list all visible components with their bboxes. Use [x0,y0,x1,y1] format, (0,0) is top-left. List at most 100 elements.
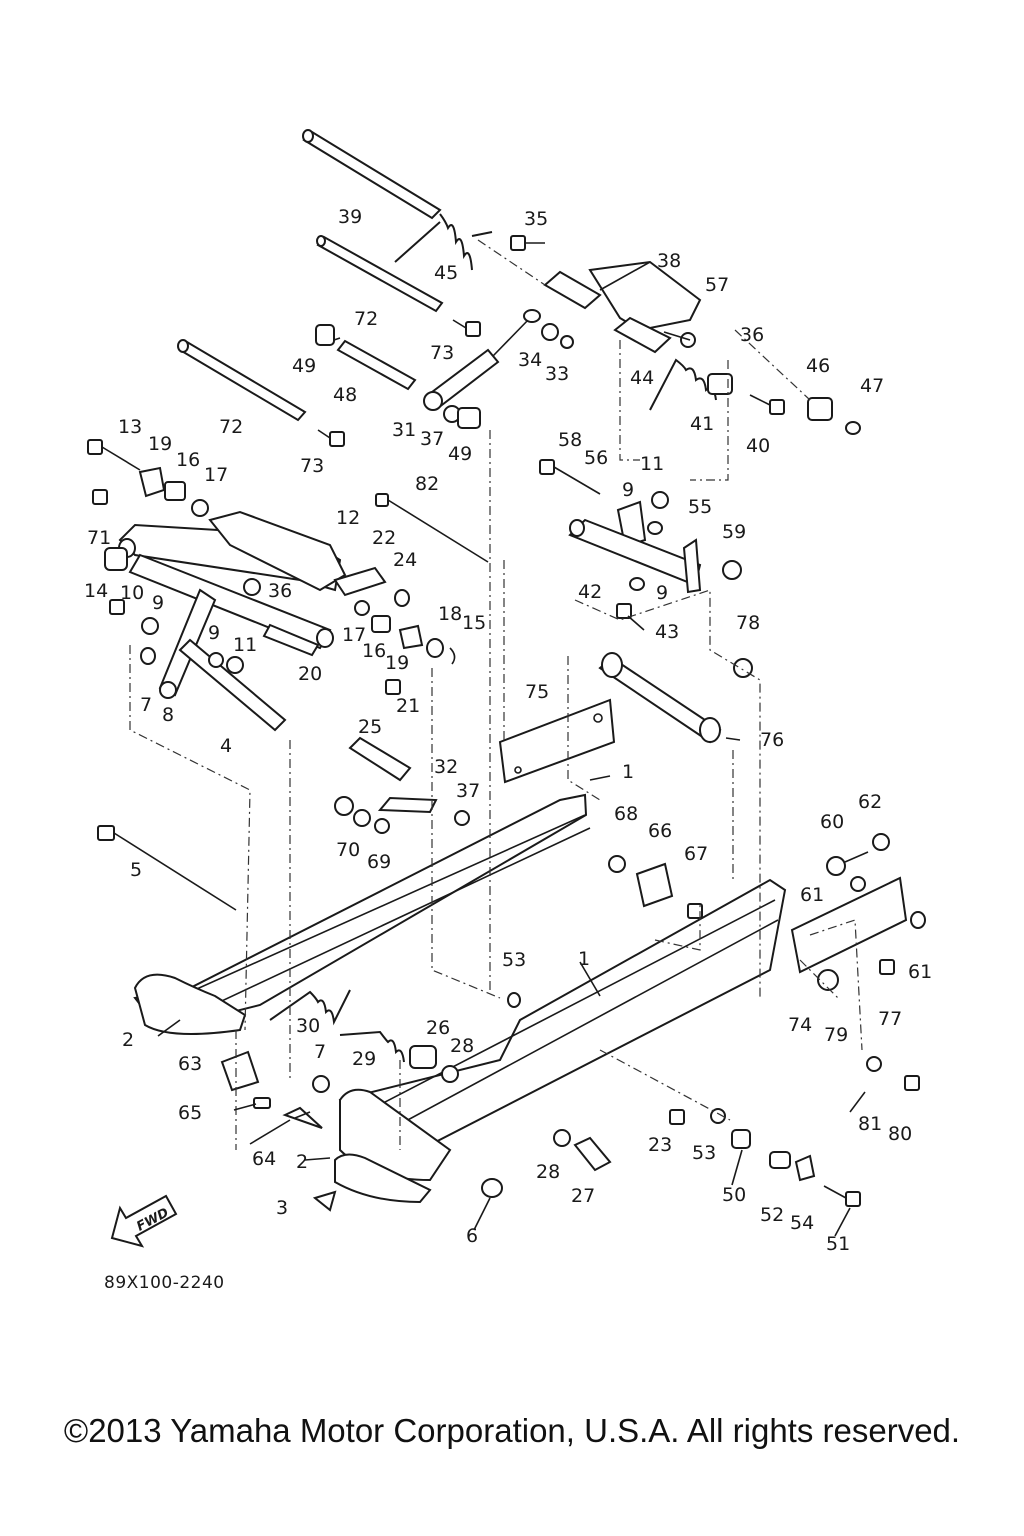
callout-70: 70 [336,839,360,861]
callout-7-upper: 7 [140,694,152,716]
callout-68: 68 [614,803,638,825]
part-50-clamp [731,1129,751,1149]
callout-78: 78 [736,612,760,634]
callout-61-upper: 61 [800,884,824,906]
part-72-upper-shaft [316,235,444,313]
part-16-block-upper [164,481,186,501]
callout-16-lower: 16 [362,640,386,662]
part-73-bolt-lower [317,429,345,447]
part-9-washer-lower-right [629,577,645,591]
callout-61-lower: 61 [908,961,932,983]
part-11-nut-right [651,491,669,509]
part-49-bushing-left [315,324,335,346]
callout-13: 13 [118,416,142,438]
part-76-axle [598,652,722,744]
part-19-bracket-lower [398,624,424,650]
callout-45: 45 [434,262,458,284]
callout-49-left: 49 [292,355,316,377]
part-17-washer-lower [354,600,370,616]
part-52-bushing [769,1151,791,1169]
callout-44: 44 [630,367,654,389]
callout-15: 15 [462,612,486,634]
callout-37-upper: 37 [420,428,444,450]
part-9-washer-mid [208,652,224,668]
part-23-bolt [669,1109,685,1125]
callout-55: 55 [688,496,712,518]
callout-75: 75 [525,681,549,703]
callout-11-right: 11 [640,453,664,475]
copyright-notice: ©2013 Yamaha Motor Corporation, U.S.A. A… [63,1412,961,1449]
callout-67: 67 [684,843,708,865]
callout-17-upper: 17 [204,464,228,486]
callout-58: 58 [558,429,582,451]
part-12-front-arm [118,510,347,650]
callout-42: 42 [578,581,602,603]
assembly-lines [129,239,863,1150]
part-4-tube [178,638,287,732]
callout-34: 34 [518,349,542,371]
callout-43: 43 [655,621,679,643]
part-13-bolt [87,439,141,471]
callout-49-right: 49 [448,443,472,465]
part-70-collar [334,796,371,827]
callout-24: 24 [393,549,417,571]
callout-63: 63 [178,1053,202,1075]
callout-53-upper: 53 [502,949,526,971]
callout-26: 26 [426,1017,450,1039]
callout-36-upper: 36 [740,324,764,346]
callout-9-lower-right: 9 [656,582,668,604]
callout-labels: 39 35 45 38 57 72 36 73 34 33 49 46 44 4… [84,206,932,1255]
callout-14: 14 [84,580,108,602]
part-45-spring [394,213,493,271]
part-69-bushing [374,818,390,834]
callout-25: 25 [358,716,382,738]
callout-9-left: 9 [152,592,164,614]
part-53-washer-upper [507,992,521,1008]
callout-19-lower: 19 [385,652,409,674]
part-41-bushing [707,373,733,395]
callout-11-left: 11 [233,634,257,656]
callout-8: 8 [162,704,174,726]
part-74-plate [790,876,908,974]
part-29-spring [339,1030,405,1063]
callout-46: 46 [806,355,830,377]
part-80-bolt [904,1075,920,1091]
callout-28-upper: 28 [450,1035,474,1057]
callout-9-mid: 9 [208,622,220,644]
part-73-bolt-upper [452,319,481,337]
callout-2-right: 2 [296,1151,308,1173]
callout-53-lower: 53 [692,1142,716,1164]
part-63-guard [220,1050,260,1092]
part-33-bushing [560,335,574,349]
callout-4: 4 [220,735,232,757]
part-11-nut-left [226,656,244,674]
part-2-runner-right [334,1088,452,1204]
part-75-plate [498,698,616,784]
callout-62: 62 [858,791,882,813]
callout-21: 21 [396,695,420,717]
callout-52: 52 [760,1204,784,1226]
callout-10: 10 [120,582,144,604]
callout-37-lower: 37 [456,780,480,802]
callout-20: 20 [298,663,322,685]
part-37-collar-lower [454,810,470,826]
part-65-clip [253,1097,271,1109]
part-17-washer-upper [191,499,209,517]
part-6-cap [481,1178,503,1198]
part-25-sleeve [348,736,412,782]
callout-6: 6 [466,1225,478,1247]
part-21-bolt [385,679,401,695]
part-61-washer-upper [850,876,866,892]
callout-5: 5 [130,859,142,881]
part-36-nut-front [243,578,261,596]
part-22-shaft [333,566,387,597]
callout-18: 18 [438,603,462,625]
callout-1-lower: 1 [578,948,590,970]
part-60-bolt [826,851,869,876]
callout-54: 54 [790,1212,814,1234]
callout-7-lower: 7 [314,1041,326,1063]
part-7-washer-lower [312,1075,330,1093]
callout-17-lower: 17 [342,624,366,646]
part-78-nut [733,658,753,678]
